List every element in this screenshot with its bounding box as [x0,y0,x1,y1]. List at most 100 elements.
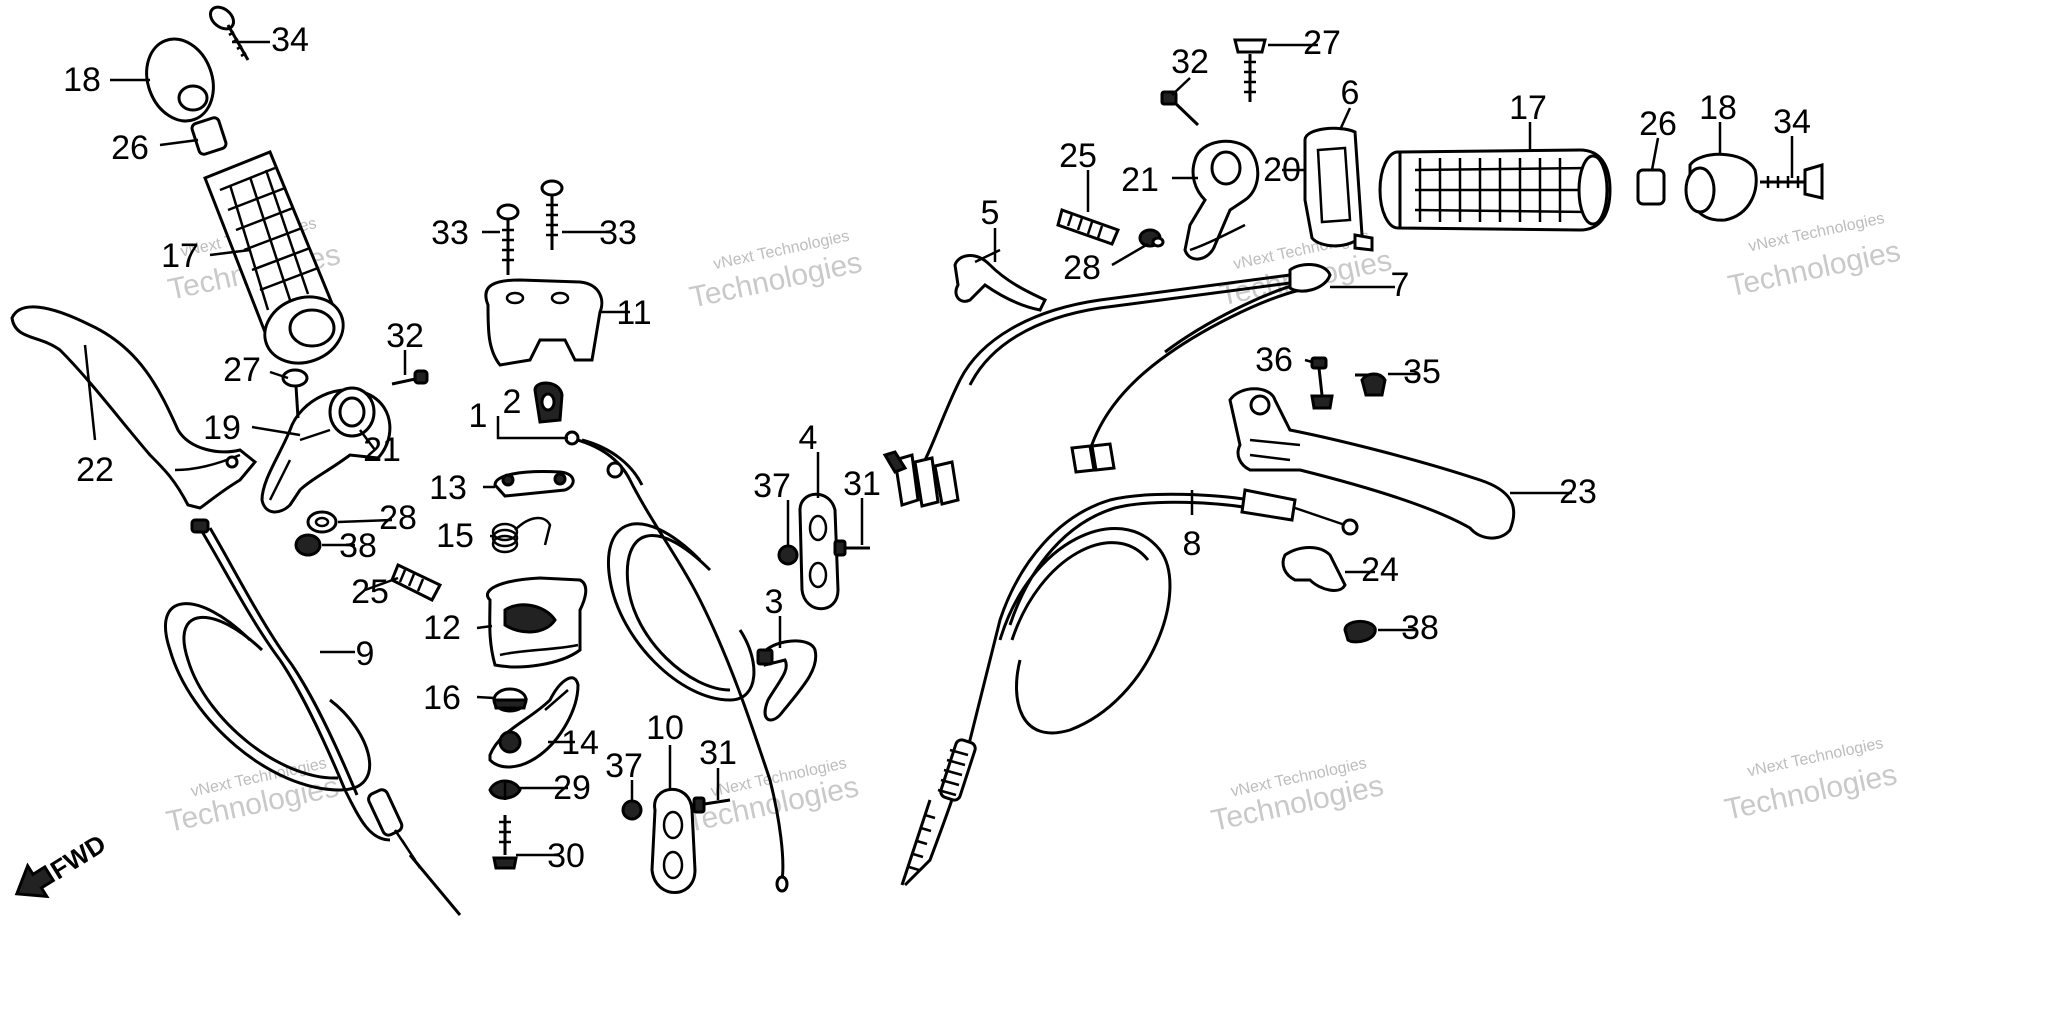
clip-5 [953,248,1048,312]
callout-33: 33 [599,214,637,252]
screw-30 [492,815,518,870]
callout-34: 34 [1773,103,1811,141]
fwd-arrow-icon [14,862,56,899]
switch-housing-6 [1303,126,1374,252]
clip-29 [488,779,522,800]
housing-top-11 [484,278,604,367]
callout-3: 3 [765,583,784,621]
lever-bracket-19 [260,386,392,514]
bolt-36 [1310,356,1334,410]
clutch-lever-22 [10,305,258,510]
cable-end-2 [533,381,564,424]
callout-17: 17 [1509,89,1547,127]
screw-34-left [208,5,250,61]
clutch-cable-9 [164,518,462,916]
callout-25: 25 [1059,137,1097,175]
callout-10: 10 [646,709,684,747]
screw-33-b [540,179,564,250]
bar-end-weight-18-left [145,37,215,123]
callout-19: 19 [203,409,241,447]
brake-lever-23 [1228,387,1516,540]
callout-35: 35 [1403,353,1441,391]
screw-35 [1355,372,1387,397]
nut-37-b [621,799,643,821]
screw-32-left [391,369,429,386]
callout-4: 4 [799,419,818,457]
callout-24: 24 [1361,551,1399,589]
callout-37: 37 [605,747,643,785]
callout-32: 32 [1171,43,1209,81]
callout-15: 15 [436,517,474,555]
throttle-cable-1 [564,430,789,893]
callout-28: 28 [1063,249,1101,287]
throttle-pulley-14 [488,676,580,769]
callout-21: 21 [363,431,401,469]
nut-37-a [777,544,799,566]
clamp-10 [650,787,697,894]
cap-16 [492,687,528,713]
callout-31: 31 [699,734,737,772]
screw-31-a [833,539,870,557]
bar-end-weight-18-right [1684,152,1758,222]
bolt-25-left [390,562,443,602]
fwd-indicator: FWD [14,828,111,899]
nut-38-right [1343,620,1377,644]
callout-38: 38 [339,527,377,565]
callout-21: 21 [1121,161,1159,199]
plate-13 [493,470,575,498]
screw-27-right [1233,38,1267,102]
callout-13: 13 [429,469,467,507]
clip-24 [1281,546,1347,592]
screw-34-right [1760,162,1824,200]
callout-14: 14 [561,724,599,762]
callout-31: 31 [843,465,881,503]
callout-7: 7 [1391,266,1410,304]
leader-lines [83,40,1794,857]
callout-26: 26 [111,129,149,167]
collar-26-right [1636,168,1666,206]
callout-20: 20 [1263,151,1301,189]
callout-22: 22 [76,451,114,489]
callout-1: 1 [469,397,488,435]
callout-30: 30 [547,837,585,875]
callout-27: 27 [1303,24,1341,62]
grip-17-left [203,150,345,365]
callout-16: 16 [423,679,461,717]
callout-18: 18 [63,61,101,99]
callout-17: 17 [161,237,199,275]
nut-38-left [294,533,322,557]
fwd-label: FWD [45,828,111,885]
callout-5: 5 [981,194,1000,232]
nut-28-left [306,510,338,534]
callout-8: 8 [1183,525,1202,563]
callout-6: 6 [1341,74,1360,112]
collar-26-left [190,116,228,156]
housing-bottom-12 [486,576,588,669]
callout-18: 18 [1699,89,1737,127]
callout-11: 11 [616,294,651,332]
callout-23: 23 [1559,473,1597,511]
callout-36: 36 [1255,341,1293,379]
clip-3 [756,639,818,722]
callout-32: 32 [386,317,424,355]
brake-cable-8 [900,488,1359,887]
screw-27-left [281,368,309,419]
callout-27: 27 [223,351,261,389]
callout-12: 12 [423,609,461,647]
callout-34: 34 [271,21,309,59]
spring-15 [491,516,552,554]
callout-9: 9 [356,635,375,673]
bolt-25-right [1056,208,1121,246]
callout-38: 38 [1401,609,1439,647]
grip-17-right [1378,148,1612,232]
callout-33: 33 [431,214,469,252]
screw-32-right [1160,90,1200,127]
callout-26: 26 [1639,105,1677,143]
callout-37: 37 [753,467,791,505]
switch-wiring-7 [882,263,1332,508]
clamp-4 [798,492,840,611]
callout-2: 2 [503,383,522,421]
nut-28-right [1138,228,1165,248]
callout-28: 28 [379,499,417,537]
